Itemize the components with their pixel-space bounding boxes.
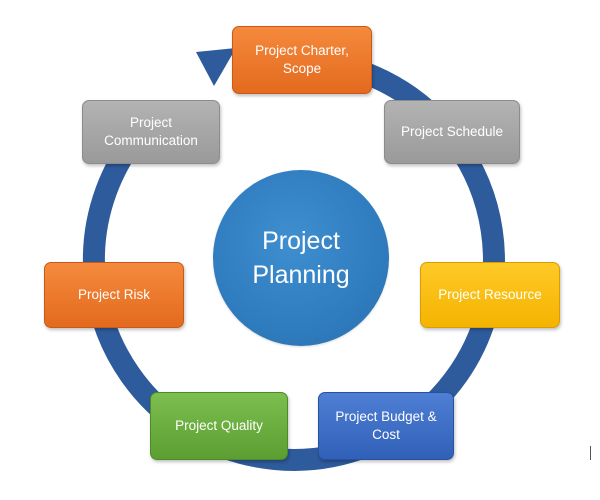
node-label-line: Scope <box>282 61 322 76</box>
node-project-quality: Project Quality <box>150 392 288 460</box>
node-label-line: Project Resource <box>438 287 542 302</box>
node-project-communication: Project Communication <box>82 100 220 164</box>
node-project-risk: Project Risk <box>44 262 184 328</box>
node-label-line: Project Quality <box>175 418 263 433</box>
cycle-arrowhead <box>196 48 236 86</box>
node-label-line: Project Budget & <box>335 409 437 424</box>
node-label-line: Project Charter, <box>255 43 349 58</box>
node-label-line: Communication <box>104 133 198 148</box>
node-project-budget-cost: Project Budget & Cost <box>318 392 454 460</box>
node-label-line: Project Risk <box>77 287 150 302</box>
node-label-line: Project <box>129 115 172 130</box>
center-circle: Project Planning <box>213 170 389 346</box>
node-project-resource: Project Resource <box>420 262 560 328</box>
center-title-line1: Project <box>262 227 340 255</box>
center-title-line2: Planning <box>252 261 350 289</box>
node-project-charter-scope: Project Charter, Scope <box>232 26 372 94</box>
node-label-line: Project Schedule <box>400 124 504 139</box>
node-project-schedule: Project Schedule <box>384 100 520 164</box>
edge-mark <box>590 446 591 460</box>
node-label-line: Cost <box>372 427 400 442</box>
